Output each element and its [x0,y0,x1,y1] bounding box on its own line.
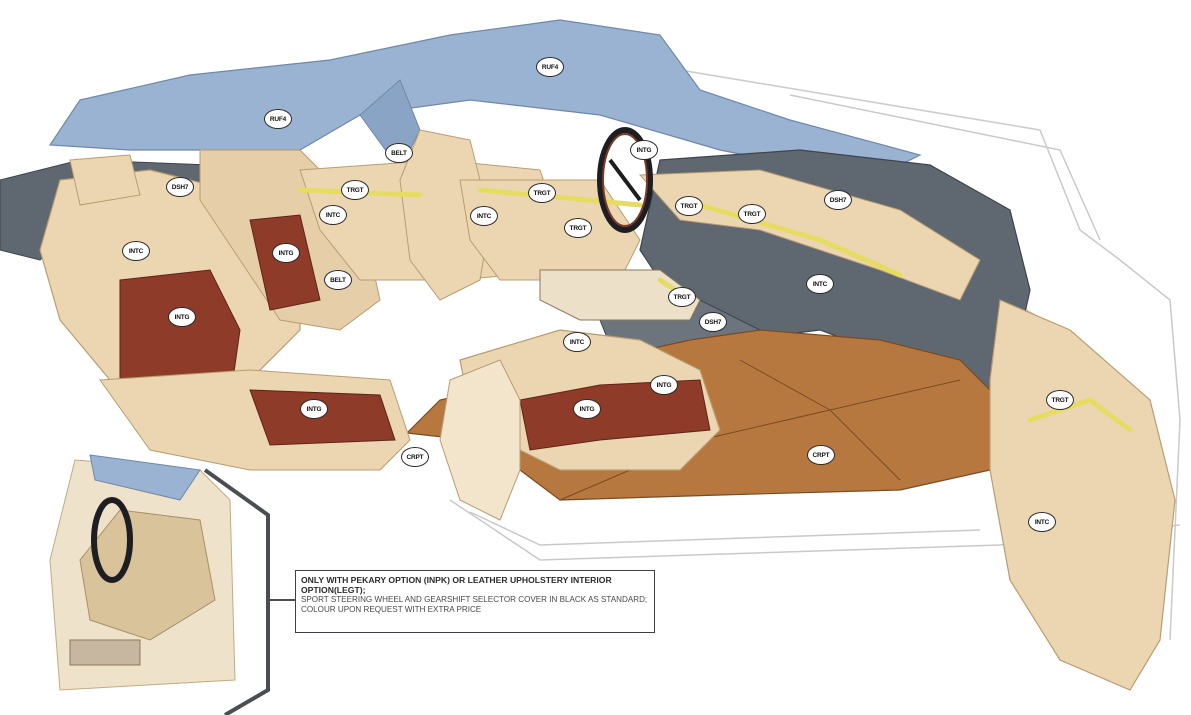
callout-dsh7-tunnel: DSH7 [699,312,727,332]
callout-crpt-rear: CRPT [807,445,835,465]
callout-intc-door-right: INTC [1028,512,1056,532]
callout-trgt-console: TRGT [564,218,592,238]
callout-crpt-front: CRPT [401,447,429,467]
callout-intg-rear-seat-base: INTG [300,399,328,419]
callout-intc-rear-left: INTC [122,241,150,261]
inset-view [50,455,235,690]
callout-ruf4-top: RUF4 [536,57,564,77]
callout-intg-steering: INTG [630,140,658,160]
callout-intc-front-seat: INTC [563,332,591,352]
callout-dsh7-dash: DSH7 [824,190,852,210]
right-door-panel [990,300,1175,690]
callout-trgt-tunnel: TRGT [668,287,696,307]
callout-dsh7-rear: DSH7 [166,177,194,197]
callout-belt-rear-seat: BELT [324,270,352,290]
front-seat-foreground [440,360,520,520]
callout-trgt-dash-right: TRGT [738,204,766,224]
option-note-body: SPORT STEERING WHEEL AND GEARSHIFT SELEC… [301,595,649,615]
option-note-box: ONLY WITH PEKARY OPTION (INPK) OR LEATHE… [295,570,655,633]
callout-intc-rear-panel: INTC [319,205,347,225]
rear-seat-leather-cushion [250,390,395,445]
callout-intg-front-seat-side: INTG [650,375,678,395]
callout-intg-rear-cushion: INTG [168,307,196,327]
callout-trgt-dash-center: TRGT [675,196,703,216]
callout-trgt-front-door: TRGT [528,183,556,203]
callout-intg-front-seat-cushion: INTG [573,399,601,419]
callout-ruf4-left: RUF4 [264,109,292,129]
option-note-title: ONLY WITH PEKARY OPTION (INPK) OR LEATHE… [301,575,649,595]
callout-intc-dash: INTC [806,274,834,294]
callout-trgt-rear: TRGT [341,180,369,200]
callout-belt-rear: BELT [385,143,413,163]
callout-intg-rear-seat-back: INTG [272,243,300,263]
callout-trgt-door-right: TRGT [1046,390,1074,410]
callout-intc-front-door: INTC [470,206,498,226]
